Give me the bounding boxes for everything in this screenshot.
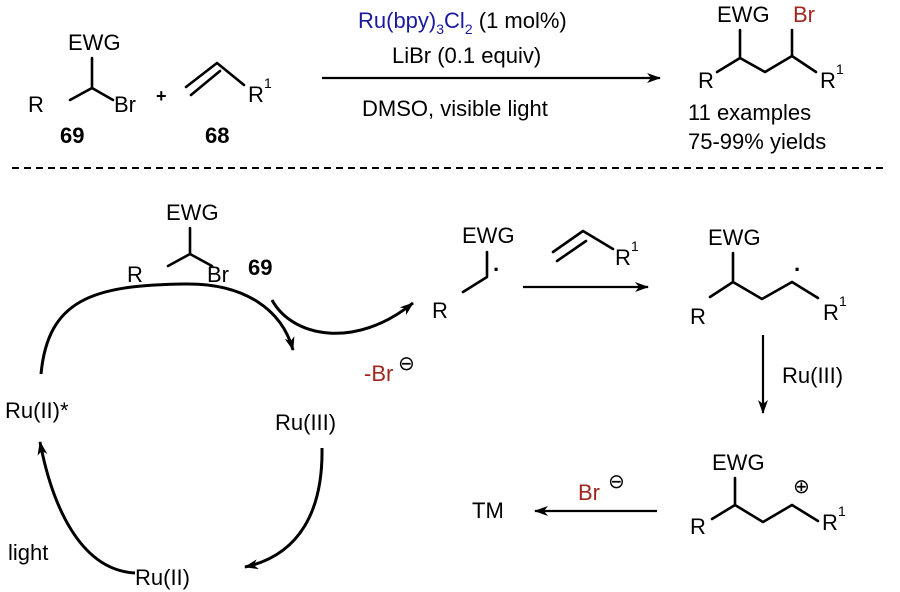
substrate-br-label: Br (114, 92, 136, 117)
bromide-anion-charge: ⊖ (608, 471, 625, 493)
product-ewg-label: EWG (717, 2, 770, 27)
cation-r1-superscript: 1 (838, 503, 846, 519)
ru-excited-label: Ru(II)* (5, 398, 69, 423)
mech-alkene-r-label: R (615, 245, 631, 270)
carbocation: EWG ⊕ R R 1 (690, 450, 846, 539)
alkene-68: R 1 68 (184, 61, 272, 148)
conditions-solvent-label: DMSO, visible light (362, 96, 548, 121)
oxidant-label: Ru(III) (782, 363, 843, 388)
product: EWG Br R R 1 11 examples 75-99% yields (688, 2, 844, 154)
radical-dot: · (493, 257, 500, 282)
mech-alkene-r-superscript: 1 (631, 238, 639, 254)
plus-sign: + (156, 86, 167, 106)
cycle-arc-left (37, 441, 136, 575)
mech-alkene: R 1 (551, 229, 639, 270)
catalyst-label: Ru(bpy)3Cl2 (1 mol%) (358, 8, 567, 37)
cycle-arc-right (244, 447, 324, 570)
bromide-loss-charge: ⊖ (398, 353, 415, 375)
adduct-r1-label: R (823, 300, 839, 325)
product-br-label: Br (793, 2, 815, 27)
compound-number-69: 69 (60, 123, 84, 148)
cation-r-label: R (690, 514, 706, 539)
additive-label: LiBr (0.1 equiv) (392, 43, 541, 68)
ru-III-cycle-label: Ru(III) (275, 410, 336, 435)
adduct-r1-superscript: 1 (839, 293, 847, 309)
photoredox-cycle: Ru(II)* Ru(III) Ru(II) light -Br ⊖ (5, 282, 415, 590)
yield-range: 75-99% yields (688, 129, 826, 154)
mechanism-substrate-69: EWG R Br 69 (127, 200, 272, 287)
examples-count: 11 examples (688, 100, 811, 125)
compound-number-68: 68 (205, 123, 229, 148)
bromide-anion-label: Br (578, 480, 600, 505)
alkene-r-label: R (248, 82, 264, 107)
bromide-loss-arrow (270, 299, 414, 335)
product-r1-superscript: 1 (836, 61, 844, 77)
product-r-label: R (698, 68, 714, 93)
substrate-ewg-label: EWG (68, 30, 121, 55)
adduct-radical: EWG · R R 1 (690, 225, 847, 329)
alkene-r-superscript: 1 (264, 75, 272, 91)
target-molecule-label: TM (472, 498, 504, 523)
light-label: light (8, 540, 48, 565)
reaction-conditions: Ru(bpy)3Cl2 (1 mol%) LiBr (0.1 equiv) DM… (322, 8, 661, 121)
product-r1-label: R (820, 68, 836, 93)
adduct-radical-dot: · (794, 257, 801, 282)
mech-substrate-ewg-label: EWG (166, 200, 219, 225)
mech-substrate-r-label: R (127, 262, 143, 287)
carbon-radical: EWG · R (432, 223, 515, 323)
cycle-arc-top (39, 282, 295, 375)
cation-ewg-label: EWG (712, 450, 765, 475)
substrate-69: EWG R Br 69 (28, 30, 136, 148)
radical-r-label: R (432, 298, 448, 323)
ru-II-label: Ru(II) (135, 565, 190, 590)
cation-charge: ⊕ (793, 476, 810, 498)
bromide-loss-label: -Br (364, 361, 393, 386)
adduct-r-label: R (690, 304, 706, 329)
mech-compound-number-69: 69 (248, 255, 272, 280)
adduct-ewg-label: EWG (708, 225, 761, 250)
mech-substrate-br-label: Br (207, 262, 229, 287)
substrate-r-label: R (28, 92, 44, 117)
radical-ewg-label: EWG (462, 223, 515, 248)
cation-r1-label: R (822, 510, 838, 535)
